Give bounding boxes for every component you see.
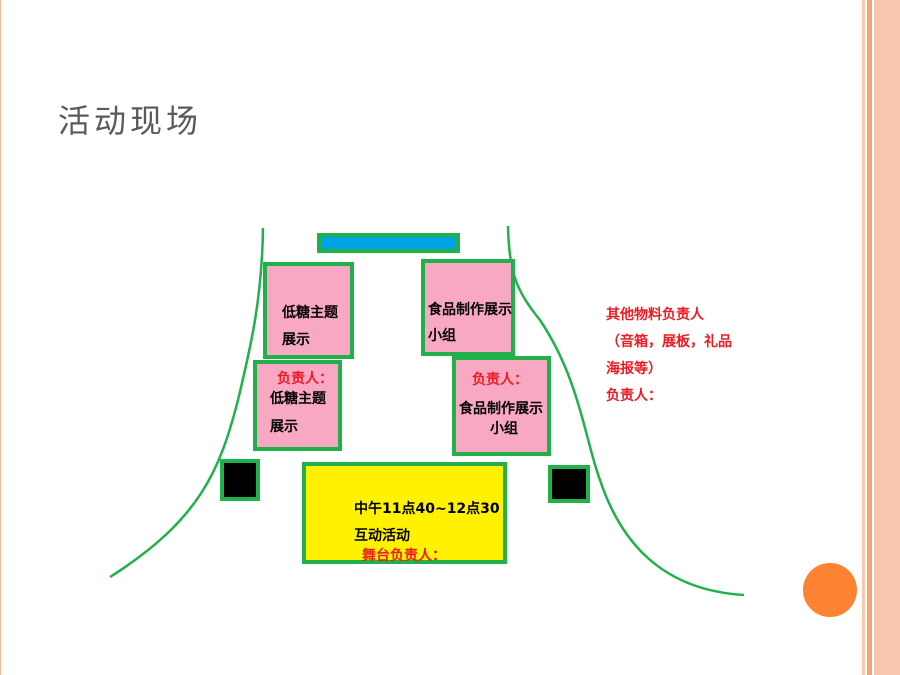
booth-label: 展示 — [282, 332, 310, 348]
speaker-left — [220, 459, 260, 501]
speaker-right — [548, 465, 590, 503]
note-line: （音箱，展板，礼品 — [606, 334, 732, 350]
stage-time: 中午11点40~12点30 — [354, 501, 500, 517]
left-boundary-curve — [109, 227, 265, 579]
booth-owner-label: 负责人： — [277, 371, 333, 387]
booth-owner-label: 负责人： — [472, 372, 528, 388]
booth-label: 低糖主题 — [282, 305, 338, 321]
booth-label: 展示 — [270, 419, 298, 435]
decorative-orange-circle — [803, 563, 857, 617]
right-boundary-curve — [506, 225, 745, 597]
note-line: 负责人： — [606, 388, 662, 404]
booth-food-top: 食品制作展示 小组 — [421, 259, 515, 356]
stage-area: 中午11点40~12点30 互动活动 舞台负责人： — [302, 462, 507, 564]
booth-label: 食品制作展示 — [428, 302, 512, 318]
booth-low-sugar-top: 低糖主题 展示 — [263, 262, 354, 359]
stage-owner: 舞台负责人： — [362, 548, 446, 564]
booth-label: 食品制作展示 — [459, 401, 543, 417]
entrance-banner — [317, 233, 460, 253]
other-materials-note: 其他物料负责人 （音箱，展板，礼品 海报等） 负责人： — [606, 302, 732, 410]
booth-label: 小组 — [428, 328, 456, 344]
booth-label: 小组 — [490, 421, 518, 437]
booth-food-bottom: 负责人： 食品制作展示 小组 — [452, 356, 551, 456]
note-line: 海报等） — [606, 361, 662, 377]
booth-low-sugar-bottom: 负责人： 低糖主题 展示 — [253, 360, 342, 451]
stage-activity: 互动活动 — [354, 528, 410, 544]
decorative-side-stripes — [862, 0, 900, 675]
slide — [0, 0, 1, 675]
note-line: 其他物料负责人 — [606, 307, 704, 323]
page-title: 活动现场 — [58, 102, 203, 140]
booth-label: 低糖主题 — [270, 391, 326, 407]
